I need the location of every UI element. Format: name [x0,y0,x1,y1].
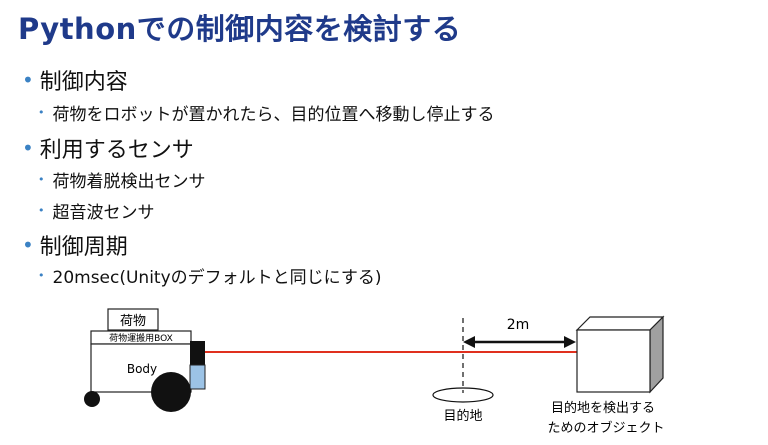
bullet-text: 荷物をロボットが置かれたら、目的位置へ移動し停止する [52,105,495,125]
robot-body-label: Body [127,362,157,376]
sub-bullet-item: • 荷物着脱検出センサ [38,167,206,192]
object-cube-side [649,315,664,394]
ultrasonic-sensor [190,341,205,365]
bullet-dot-icon: • [38,269,45,282]
cargo-box [107,308,159,331]
bullet-text: 利用するセンサ [39,138,194,163]
bullet-dot-icon: • [22,68,34,92]
bullet-dot-icon: • [38,106,45,119]
target-marker [432,387,494,403]
bullet-item: •制御内容 [22,64,128,96]
object-cube-front [576,329,651,393]
bullet-text: 20msec(Unityのデフォルトと同じにする) [52,268,382,288]
bullet-dot-icon: • [22,233,34,257]
robot-small-wheel [84,391,100,407]
target-label: 目的地 [443,408,482,424]
transport-box-label: 荷物運搬用BOX [109,332,173,344]
arrow-left-icon [463,336,475,348]
bullet-text: 荷物着脱検出センサ [52,172,206,192]
robot-large-wheel [151,372,191,412]
bullet-item: •制御周期 [22,229,128,261]
slide-title: Pythonでの制御内容を検討する [18,12,462,46]
bullet-item: •利用するセンサ [22,132,194,164]
bullet-text: 制御内容 [39,70,128,95]
object-label-line1: 目的地を検出する [551,400,655,416]
bullet-text: 制御周期 [39,235,128,260]
sub-bullet-item: • 超音波センサ [38,198,155,223]
bullet-dot-icon: • [38,204,45,217]
arrow-right-icon [564,336,576,348]
object-cube-top [575,316,665,331]
bullet-dot-icon: • [38,173,45,186]
object-label-line2: ためのオブジェクト [547,420,664,436]
distance-label: 2m [507,317,530,333]
cargo-label: 荷物 [120,314,146,329]
bullet-dot-icon: • [22,136,34,160]
bullet-text: 超音波センサ [52,203,155,223]
sub-bullet-item: • 20msec(Unityのデフォルトと同じにする) [38,263,381,288]
sub-bullet-item: • 荷物をロボットが置かれたら、目的位置へ移動し停止する [38,100,495,125]
sensor-lens [189,364,206,390]
